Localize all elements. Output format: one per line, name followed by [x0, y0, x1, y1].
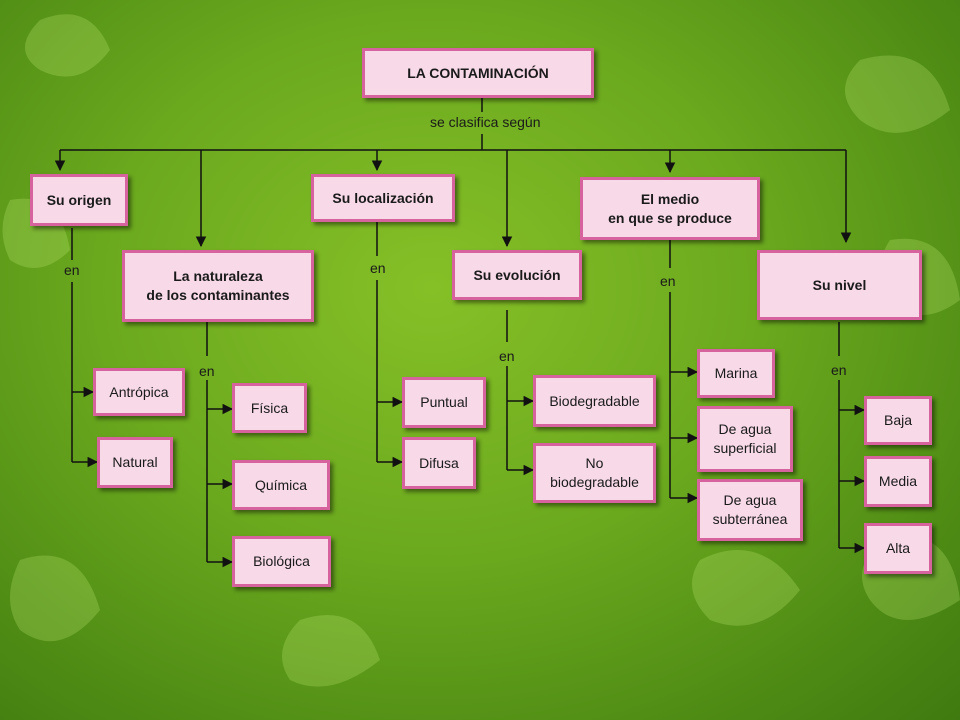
item-puntual: Puntual [402, 377, 486, 428]
item-media: Media [864, 456, 932, 507]
item-agua-superficial: De agua superficial [697, 406, 793, 472]
category-origen: Su origen [30, 174, 128, 226]
item-antropica: Antrópica [93, 368, 185, 416]
root-connector-label: se clasifica según [430, 114, 541, 130]
item-biologica: Biológica [232, 536, 331, 587]
category-naturaleza: La naturaleza de los contaminantes [122, 250, 314, 322]
item-baja: Baja [864, 396, 932, 445]
item-agua-subterranea: De agua subterránea [697, 479, 803, 541]
category-medio: El medio en que se produce [580, 177, 760, 240]
item-fisica: Física [232, 383, 307, 433]
item-marina: Marina [697, 349, 775, 398]
item-quimica: Química [232, 460, 330, 510]
category-nivel: Su nivel [757, 250, 922, 320]
en-label-nivel: en [831, 362, 847, 378]
item-alta: Alta [864, 523, 932, 574]
item-difusa: Difusa [402, 437, 476, 489]
category-evolucion: Su evolución [452, 250, 582, 300]
item-natural: Natural [97, 437, 173, 488]
en-label-evolucion: en [499, 348, 515, 364]
en-label-localizacion: en [370, 260, 386, 276]
root-node: LA CONTAMINACIÓN [362, 48, 594, 98]
en-label-naturaleza: en [199, 363, 215, 379]
item-no-biodegradable: No biodegradable [533, 443, 656, 503]
category-localizacion: Su localización [311, 174, 455, 222]
en-label-medio: en [660, 273, 676, 289]
item-biodegradable: Biodegradable [533, 375, 656, 427]
en-label-origen: en [64, 262, 80, 278]
